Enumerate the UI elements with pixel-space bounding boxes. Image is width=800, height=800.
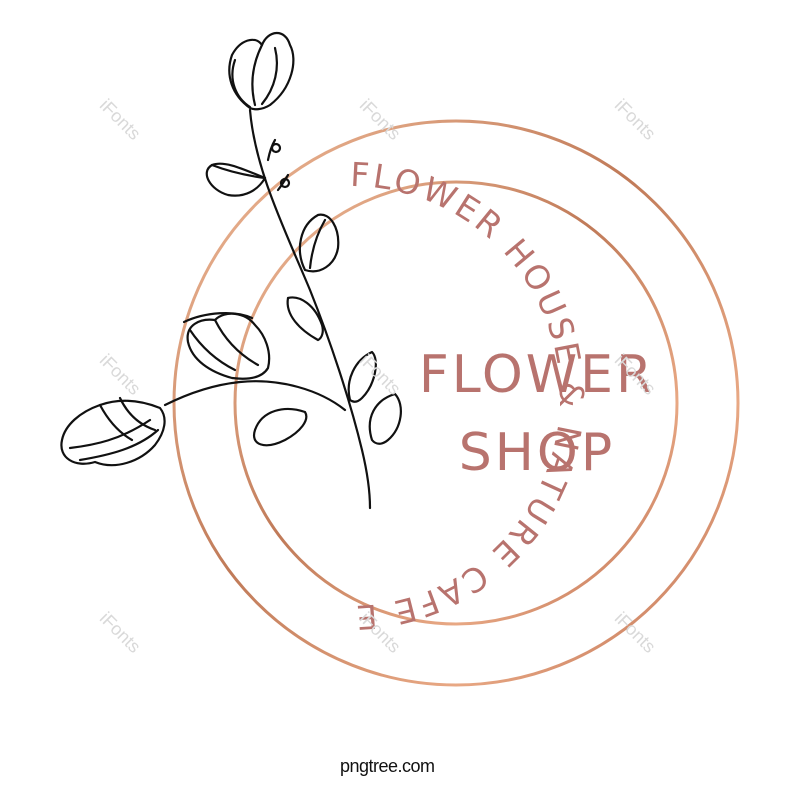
title-line-2: SHOP <box>459 423 615 483</box>
inner-ring <box>233 180 679 626</box>
ring-text: FLOWER HOUSE & NATURE CAFE EST . 2019 <box>0 0 588 637</box>
outer-ring <box>172 119 740 687</box>
ring-text-path: FLOWER HOUSE & NATURE CAFE EST . 2019 <box>0 0 588 637</box>
flower-branch-icon <box>60 31 402 510</box>
credit-text: pngtree.com <box>340 756 435 776</box>
title-line-1: FLOWER <box>419 345 655 405</box>
